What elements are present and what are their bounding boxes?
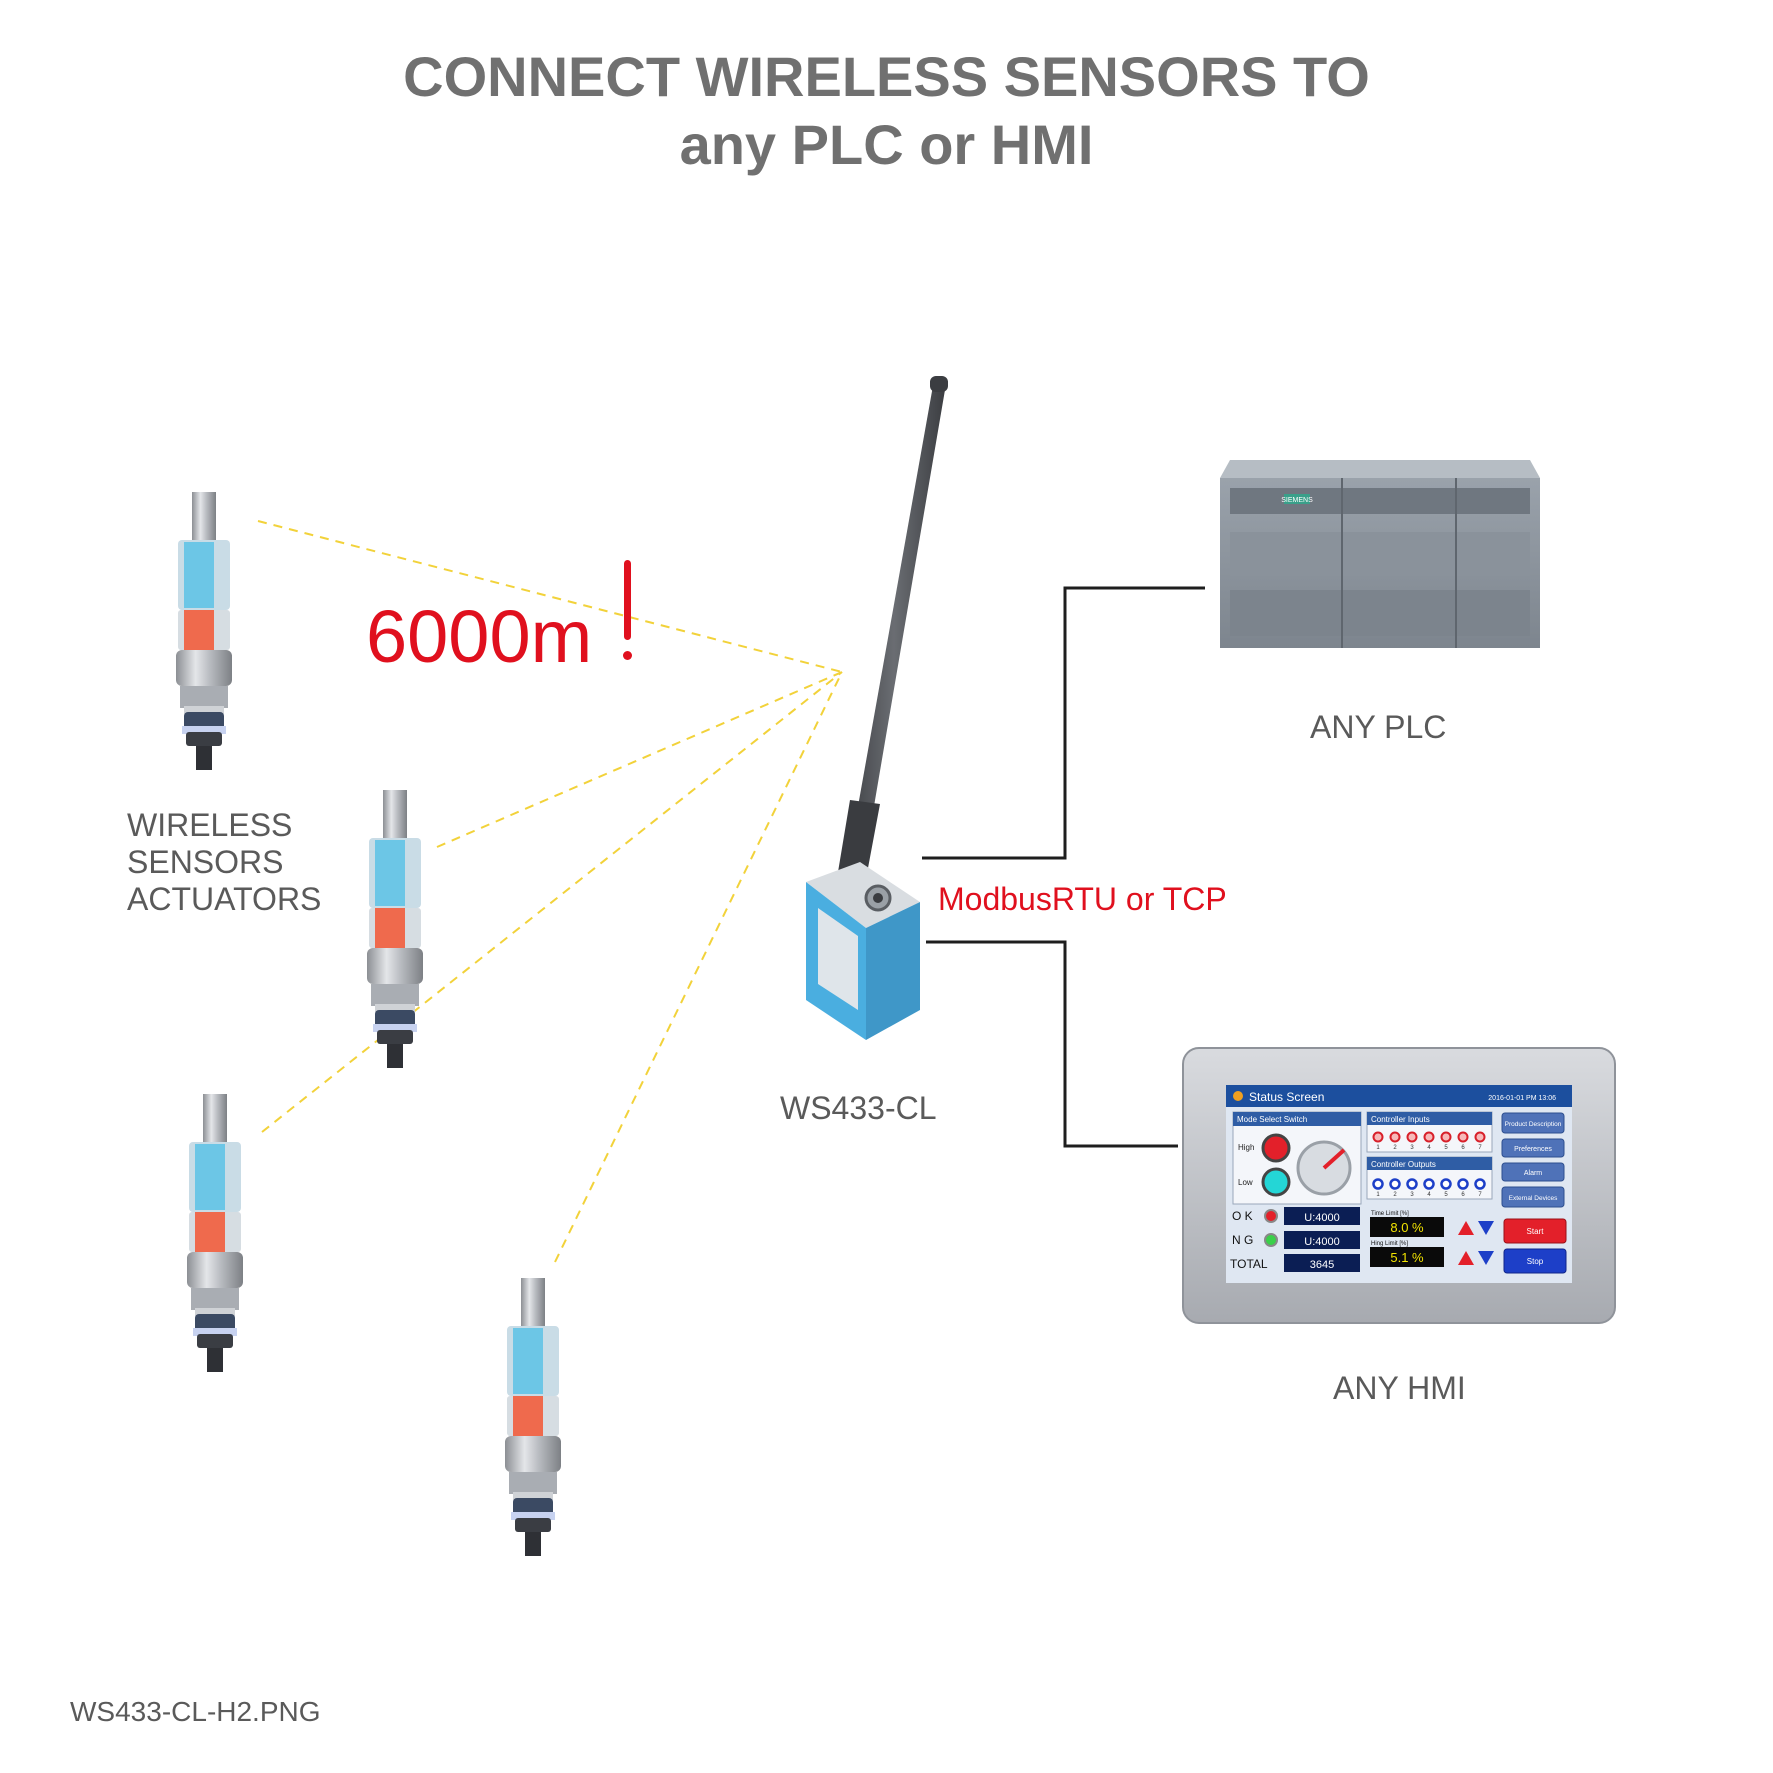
radio-links [257,520,843,1263]
title-line-1: CONNECT WIRELESS SENSORS TO [403,45,1370,108]
hmi-stop-button[interactable] [1503,1248,1567,1274]
hmi-high-label: High [1238,1143,1254,1152]
hmi-output-num: 7 [1478,1192,1482,1198]
hmi-label: ANY HMI [1333,1370,1466,1406]
hmi-time-limit-value: 8.0 % [1390,1220,1424,1235]
hmi-device: Status Screen 2016-01-01 PM 13:06 Mode S… [1182,1047,1616,1324]
wires [922,586,1205,1148]
hmi-time-down-button[interactable] [1478,1221,1494,1235]
hmi-high-lamp[interactable] [1261,1133,1291,1163]
hmi-menu-preferences-button[interactable] [1501,1138,1565,1158]
hmi-output-num: 2 [1393,1192,1397,1198]
exclamation-mark-icon [622,560,632,664]
sensors-label-line-3: ACTUATORS [127,881,322,917]
title-line-2: any PLC or HMI [679,113,1094,176]
gateway-device [806,376,948,1040]
hmi-output-num: 5 [1444,1192,1448,1198]
hmi-low-lamp[interactable] [1261,1167,1291,1197]
hmi-outputs-title: Controller Outputs [1371,1160,1436,1169]
hmi-ng-value: U:4000 [1304,1236,1339,1248]
hmi-output-num: 4 [1427,1192,1431,1198]
plc-brand: SIEMENS [1281,497,1313,504]
hmi-output-num: 1 [1376,1192,1380,1198]
hmi-ok-label: O K [1232,1209,1253,1223]
hmi-hing-up-button[interactable] [1458,1251,1474,1265]
plc-device: SIEMENS [1220,460,1540,648]
hmi-stop-label: Stop [1527,1257,1544,1266]
hmi-output-num: 6 [1461,1192,1465,1198]
hmi-input-num: 6 [1461,1145,1465,1151]
hmi-title: Status Screen [1249,1090,1324,1104]
hmi-datetime: 2016-01-01 PM 13:06 [1488,1095,1556,1102]
hmi-menu: Product Description Preferences Alarm Ex… [1501,1112,1565,1208]
hmi-ok-value: U:4000 [1304,1212,1339,1224]
sensors-label-line-2: SENSORS [127,844,284,880]
hmi-low-label: Low [1238,1178,1253,1187]
hmi-total-value: 3645 [1310,1259,1334,1271]
hmi-input-num: 7 [1478,1145,1482,1151]
hmi-menu-label: Alarm [1524,1170,1542,1177]
hmi-start-label: Start [1527,1227,1545,1236]
hmi-menu-external-button[interactable] [1501,1186,1565,1208]
hmi-time-limit-label: Time Limit [%] [1371,1211,1409,1217]
hmi-input-num: 5 [1444,1145,1448,1151]
hmi-menu-label: Preferences [1514,1146,1552,1153]
hmi-menu-label: Product Description [1505,1121,1562,1128]
hmi-menu-product-button[interactable] [1501,1112,1565,1134]
plc-label: ANY PLC [1310,709,1447,745]
hmi-hing-limit-value: 5.1 % [1390,1250,1424,1265]
hmi-input-num: 4 [1427,1145,1431,1151]
hmi-output-num: 3 [1410,1192,1414,1198]
hmi-menu-label: External Devices [1509,1195,1559,1202]
sensors-label-line-1: WIRELESS [127,807,293,843]
hmi-input-num: 1 [1376,1145,1380,1151]
sensor-4 [505,1278,561,1556]
sensor-3 [187,1094,243,1372]
hmi-output-lamps [1372,1178,1486,1190]
sensor-2 [367,790,423,1068]
hmi-hing-down-button[interactable] [1478,1251,1494,1265]
hmi-input-lamps [1372,1131,1486,1143]
filename-label: WS433-CL-H2.PNG [70,1696,321,1727]
sensor-1 [176,492,232,770]
gateway-label: WS433-CL [780,1090,937,1126]
hmi-ng-label: N G [1232,1233,1253,1247]
range-label: 6000m [366,595,593,678]
hmi-menu-alarm-button[interactable] [1501,1162,1565,1182]
protocol-label: ModbusRTU or TCP [938,881,1227,917]
hmi-input-num: 2 [1393,1145,1397,1151]
hmi-input-num: 3 [1410,1145,1414,1151]
hmi-total-label: TOTAL [1230,1257,1268,1271]
hmi-start-button[interactable] [1503,1218,1567,1244]
hmi-mode-panel-title: Mode Select Switch [1237,1115,1307,1124]
hmi-inputs-title: Controller Inputs [1371,1115,1430,1124]
hmi-time-up-button[interactable] [1458,1221,1474,1235]
hmi-hing-limit-label: Hing Limit [%] [1371,1241,1408,1247]
